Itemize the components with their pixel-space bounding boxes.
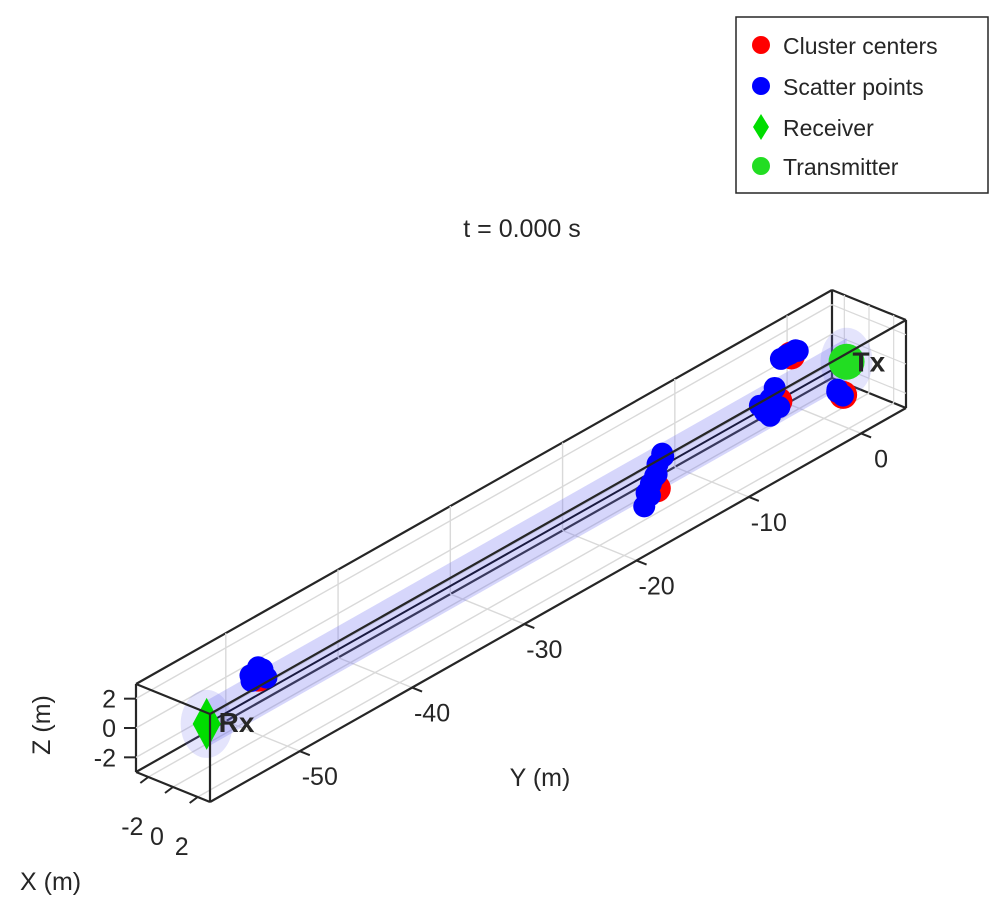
- x-tick-mark: [139, 776, 149, 784]
- scatter-point: [768, 396, 791, 419]
- transmitter-marker: [828, 343, 865, 380]
- legend-box: [735, 16, 989, 194]
- legend-label-transmitter: Transmitter: [783, 154, 899, 180]
- box-edge: [135, 289, 833, 685]
- grid-line: [831, 333, 907, 365]
- scatter-point: [826, 378, 849, 401]
- scatter-point: [786, 339, 809, 362]
- scatter-point: [763, 376, 786, 399]
- scatter-point: [251, 658, 274, 681]
- legend-marker-scatter-points: [752, 77, 770, 95]
- y-tick-label: -50: [302, 763, 338, 791]
- grid-line: [135, 333, 833, 729]
- x-tick-label: -2: [121, 813, 143, 841]
- y-tick-label: -40: [414, 700, 450, 728]
- y-axis-label: Y (m): [510, 764, 571, 792]
- legend-marker-transmitter: [752, 157, 770, 175]
- x-tick-mark: [189, 796, 199, 804]
- grid-line: [172, 392, 870, 788]
- y-tick-label: -30: [526, 636, 562, 664]
- grid-line: [147, 382, 845, 778]
- legend-marker-receiver: [753, 114, 769, 140]
- chart-title: t = 0.000 s: [463, 215, 580, 243]
- grid-line: [197, 402, 895, 798]
- x-tick-label: 2: [175, 833, 189, 861]
- y-tick-mark: [523, 623, 535, 629]
- legend: Cluster centers Scatter points Receiver …: [735, 16, 989, 194]
- x-axis-label: X (m): [20, 868, 81, 896]
- y-tick-label: 0: [874, 445, 888, 473]
- z-axis-label: Z (m): [28, 695, 56, 755]
- box-edge: [209, 407, 907, 803]
- z-tick-label: -2: [94, 744, 116, 772]
- y-tick-mark: [748, 496, 760, 502]
- x-tick-mark: [164, 786, 174, 794]
- y-tick-label: -20: [639, 573, 675, 601]
- plot-points: Rx Tx: [192, 339, 886, 750]
- z-tick-label: 0: [102, 715, 116, 743]
- legend-marker-cluster-centers: [752, 36, 770, 54]
- legend-label-cluster-centers: Cluster centers: [783, 33, 938, 59]
- tunnel-axis: [206, 360, 848, 725]
- y-tick-mark: [299, 750, 311, 757]
- scatter-point: [644, 465, 667, 488]
- transmitter-label: Tx: [853, 347, 886, 378]
- y-tick-mark: [860, 432, 872, 439]
- grid-line: [831, 304, 907, 336]
- legend-label-scatter-points: Scatter points: [783, 74, 924, 100]
- scatter-point: [635, 482, 658, 505]
- y-tick-label: -10: [751, 509, 787, 537]
- receiver-label: Rx: [219, 707, 255, 738]
- box-edge: [135, 377, 833, 773]
- x-tick-label: 0: [150, 823, 164, 851]
- legend-label-receiver: Receiver: [783, 115, 874, 141]
- scatter-point: [651, 442, 674, 465]
- grid-line: [135, 304, 833, 700]
- box-edge: [209, 319, 907, 715]
- box-edge: [135, 682, 211, 716]
- y-tick-mark: [411, 686, 423, 693]
- z-tick-label: 2: [102, 686, 116, 714]
- y-tick-mark: [636, 559, 647, 566]
